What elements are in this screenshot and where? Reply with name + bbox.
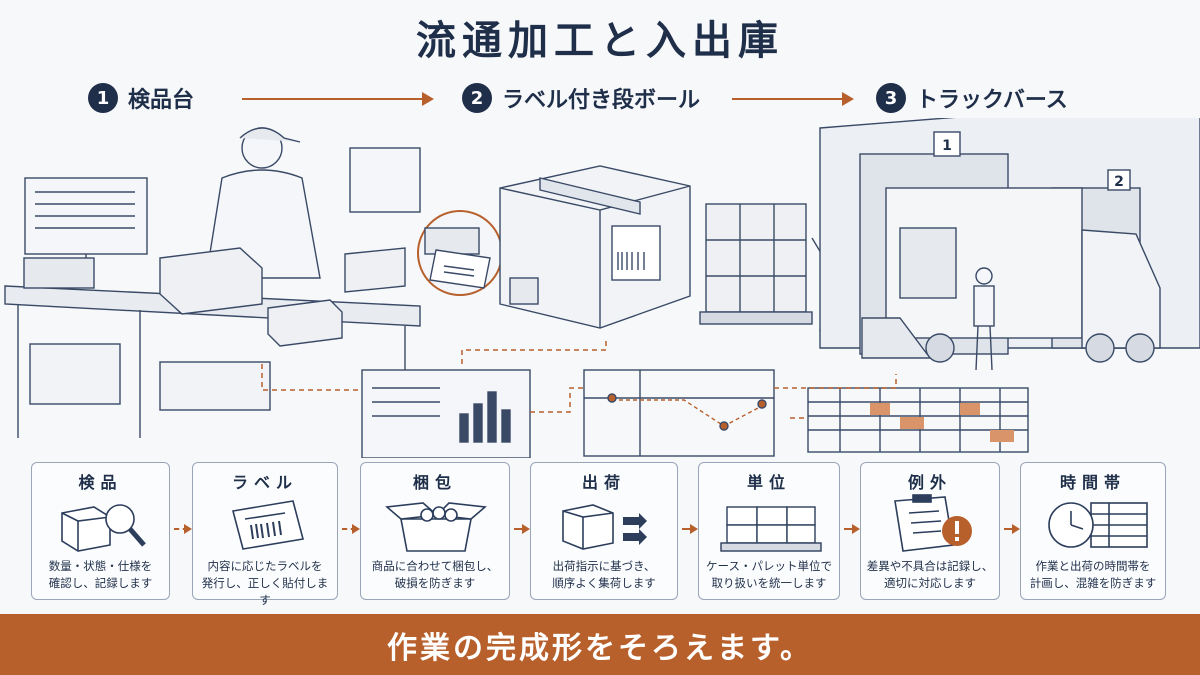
clipboard-alert-icon — [894, 494, 972, 552]
label-icon — [232, 500, 304, 550]
card-title: 出荷 — [581, 473, 626, 492]
card-connector — [1004, 524, 1020, 534]
card-unit: 単位 ケース・パレット単位で 取り扱いを統一します — [698, 462, 840, 600]
card-title: ラベル — [231, 473, 298, 492]
monitor-icon — [23, 177, 148, 289]
dock-number-1: 1 — [942, 138, 952, 154]
floor-map-icon — [583, 369, 775, 457]
pallet-icon — [720, 506, 822, 552]
pallet-stack-icon — [699, 203, 833, 337]
dock-number-2: 2 — [1114, 174, 1124, 190]
card-exception: 例外 差異や不具合は記録し、 適切に対応します — [860, 462, 1000, 600]
box-icon — [159, 247, 406, 347]
labeled-carton-icon — [499, 165, 691, 329]
card-packing: 梱包 商品に合わせて梱包し、 破損を防ぎます — [360, 462, 510, 600]
process-flow: 1 検品台 2 ラベル付き段ボール 3 トラックバース — [0, 78, 1200, 120]
summary-banner: 作業の完成形をそろえます。 — [0, 614, 1200, 675]
card-title: 検品 — [78, 473, 123, 492]
wms-monitor-icon — [361, 369, 531, 458]
open-box-icon — [385, 502, 487, 552]
step-label: ラベル付き段ボール — [502, 88, 701, 113]
clock-schedule-icon — [1048, 502, 1148, 548]
card-connector — [682, 524, 698, 534]
card-desc: 数量・状態・仕様を 確認し、記録します — [48, 559, 153, 590]
card-label: ラベル 内容に応じたラベルを 発行し、正しく貼付します — [192, 462, 338, 607]
label-printer-icon — [417, 210, 503, 296]
card-title: 単位 — [746, 473, 791, 492]
schedule-gantt-icon — [807, 387, 1029, 453]
ship-box-icon — [562, 504, 647, 550]
card-shipping: 出荷 出荷指示に基づき、 順序よく集荷します — [530, 462, 678, 600]
card-desc: 商品に合わせて梱包し、 破損を防ぎます — [371, 559, 499, 590]
card-time-slot: 時間帯 作業と出荷の時間帯を 計画し、混雑を防ぎます — [1020, 462, 1166, 600]
card-desc: 出荷指示に基づき、 順序よく集荷します — [552, 559, 656, 590]
card-desc: ケース・パレット単位で 取り扱いを統一します — [706, 559, 832, 590]
card-title: 梱包 — [412, 473, 457, 492]
card-connector — [174, 524, 192, 534]
magnifier-box-icon — [61, 504, 146, 552]
card-desc: 差異や不具合は記録し、 適切に対応します — [866, 559, 994, 590]
step-1: 1 検品台 — [88, 82, 194, 114]
step-label: 検品台 — [128, 88, 195, 113]
step-2: 2 ラベル付き段ボール — [462, 82, 700, 114]
flow-arrow — [732, 92, 854, 106]
step-number: 2 — [462, 83, 492, 113]
flow-arrow — [242, 92, 434, 106]
card-connector — [342, 524, 360, 534]
card-title: 時間帯 — [1059, 473, 1126, 492]
worker-driver-icon — [973, 267, 995, 371]
card-desc: 作業と出荷の時間帯を 計画し、混雑を防ぎます — [1029, 559, 1157, 590]
page-title: 流通加工と入出庫 — [416, 18, 784, 64]
card-desc: 内容に応じたラベルを 発行し、正しく貼付します — [201, 559, 329, 607]
card-connector — [844, 524, 860, 534]
warehouse-illustration: 1 2 — [4, 118, 1200, 458]
step-label: トラックバース — [916, 88, 1068, 113]
step-3: 3 トラックバース — [876, 82, 1068, 114]
step-number: 3 — [876, 83, 906, 113]
card-inspection: 検品 数量・状態・仕様を 確認し、記録します — [31, 462, 170, 600]
card-title: 例外 — [907, 473, 952, 492]
card-connector — [514, 524, 530, 534]
step-number: 1 — [88, 83, 118, 113]
